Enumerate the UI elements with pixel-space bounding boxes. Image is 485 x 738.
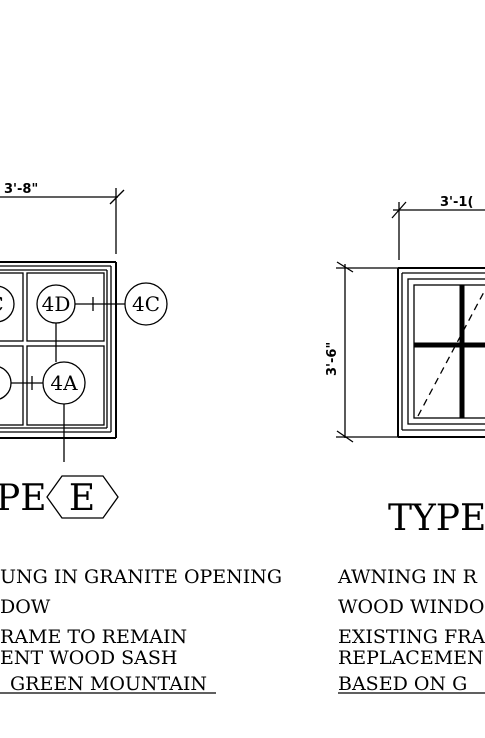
- left-pane-bottom-right: [26, 345, 105, 426]
- right-height-tick-top: [336, 261, 354, 273]
- right-note-2: WOOD WINDO: [338, 596, 484, 618]
- right-width-dim-text: 3'-1(: [440, 195, 473, 210]
- right-note-3: EXISTING FRA: [338, 626, 485, 648]
- type-hexagon: [46, 475, 119, 519]
- left-type-prefix: PE: [0, 478, 47, 519]
- right-swing-line: [417, 289, 485, 417]
- right-height-dim-text: 3'-6": [325, 342, 340, 376]
- right-sash: [407, 278, 485, 425]
- left-note-2: DOW: [0, 596, 51, 618]
- left-pane-top-left: [0, 272, 24, 342]
- left-pane-top-right: [26, 272, 105, 342]
- tag-circle-c: [0, 285, 15, 323]
- tag-label-4d: 4D: [42, 292, 71, 316]
- tag-label-4a: 4A: [50, 371, 78, 395]
- left-width-dim-tick: [109, 189, 125, 205]
- tag-label-4c: 4C: [132, 292, 160, 316]
- left-pane-bottom-left: [0, 345, 24, 426]
- right-type-label: TYPE: [388, 498, 485, 539]
- right-note-5: BASED ON G: [338, 673, 467, 695]
- right-note-4: REPLACEMEN: [338, 647, 484, 669]
- tag-circle-left-bottom: [0, 366, 12, 400]
- right-note-1: AWNING IN R: [337, 566, 478, 588]
- left-note-5: GREEN MOUNTAIN: [10, 673, 207, 695]
- left-window-frame: [0, 261, 117, 439]
- right-sash-inner: [413, 284, 485, 419]
- left-note-4: ENT WOOD SASH: [0, 647, 178, 669]
- tag-label-c: C: [0, 292, 4, 316]
- left-note-3: RAME TO REMAIN: [0, 626, 187, 648]
- right-window-frame: [397, 267, 485, 438]
- left-type-letter: E: [69, 478, 95, 519]
- left-note-1: UNG IN GRANITE OPENING: [0, 566, 282, 588]
- left-width-dim-text: 3'-8": [4, 182, 38, 197]
